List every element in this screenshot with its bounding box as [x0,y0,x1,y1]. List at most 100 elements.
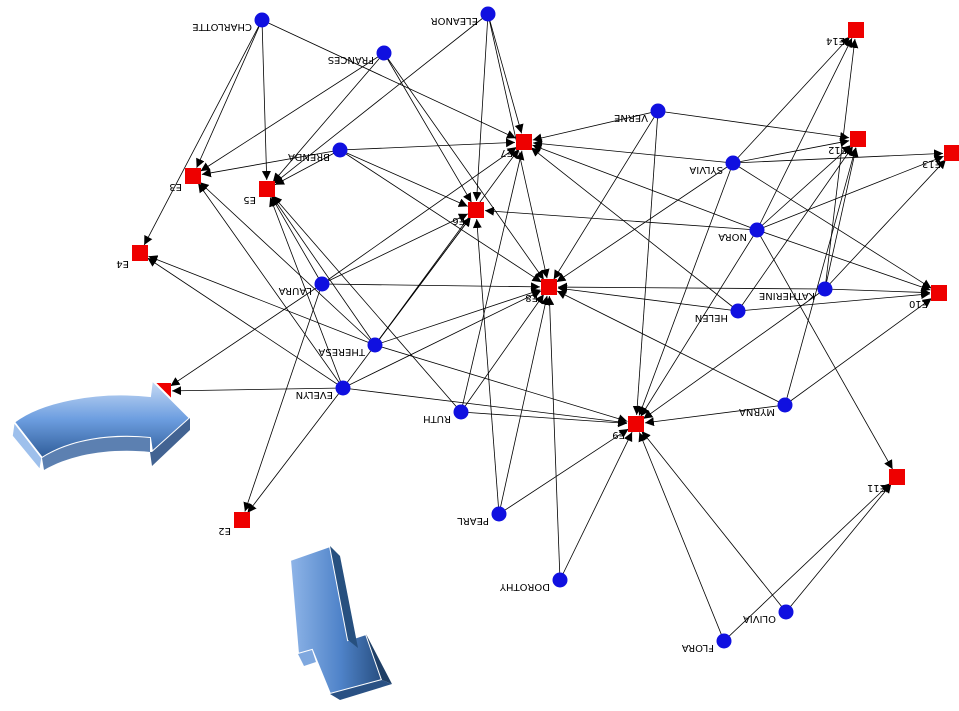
edge-sylvia-e9 [638,162,734,416]
node-e7[interactable] [516,134,532,150]
edge-eleanor-e7 [487,13,524,134]
edge-katherine-e13 [824,159,947,290]
label-e11: E11 [867,482,886,493]
edge-frances-e5 [272,52,385,183]
edge-helen-e10 [737,290,931,312]
label-charlotte: CHARLOTTE [192,21,252,32]
node-helen[interactable] [730,303,746,319]
edge-laura-e5 [271,196,323,285]
node-olivia[interactable] [778,604,794,620]
curved-right-arrow-icon [11,377,192,472]
label-e13: E13 [922,158,941,169]
edge-theresa-e9 [374,344,628,424]
edge-pearl-e6 [472,218,500,515]
node-e10[interactable] [931,285,947,301]
label-flora: FLORA [682,642,714,653]
down-arrow-icon [288,544,392,700]
node-e6[interactable] [468,202,484,218]
node-brenda[interactable] [332,142,348,158]
node-e2[interactable] [234,512,250,528]
edge-frances-e8 [383,52,545,280]
label-olivia: OLIVIA [743,613,776,624]
edge-nora-e13 [756,155,944,231]
label-e14: E14 [826,35,845,46]
label-e5: E5 [243,194,256,205]
edge-katherine-e14 [824,38,859,290]
edge-theresa-e3 [199,181,376,346]
label-e9: E9 [612,429,625,440]
node-e5[interactable] [259,181,275,197]
edge-helen-e7 [530,147,739,312]
node-e9[interactable] [628,416,644,432]
label-helen: HELEN [695,312,728,323]
edge-evelyn-e3 [197,183,344,389]
node-e11[interactable] [889,469,905,485]
edge-flora-e11 [723,482,891,642]
node-myrna[interactable] [777,397,793,413]
edge-verne-e9 [632,110,659,416]
edges-layer [143,13,947,642]
node-frances[interactable] [376,45,392,61]
edge-olivia-e11 [785,483,892,613]
label-evelyn: EVELYN [296,389,333,400]
edge-katherine-e10 [824,287,931,297]
node-theresa[interactable] [367,337,383,353]
edge-verne-e8 [553,110,659,280]
edge-sylvia-e13 [732,149,944,164]
edge-sylvia-e12 [732,137,850,164]
edge-frances-e3 [200,52,385,172]
edge-frances-e6 [383,52,472,203]
node-e8[interactable] [541,279,557,295]
label-e7: E7 [500,147,513,158]
edge-ruth-e5 [272,195,462,413]
edge-nora-e12 [756,144,852,231]
edge-nora-e14 [756,37,853,231]
label-sylvia: SYLVIA [689,164,723,175]
label-e3: E3 [169,181,182,192]
edge-nora-e9 [640,229,758,417]
edge-evelyn-e6 [342,216,471,389]
label-laura: LAURA [278,285,312,296]
label-e10: E10 [909,298,928,309]
node-verne[interactable] [650,103,666,119]
edge-charlotte-e3 [196,19,263,168]
edge-nora-e10 [756,229,931,292]
label-eleanor: ELEANOR [431,15,478,26]
edge-helen-e8 [557,284,739,312]
node-dorothy[interactable] [552,572,568,588]
edge-verne-e12 [657,110,850,141]
node-laura[interactable] [314,276,330,292]
edge-sylvia-e14 [732,36,851,164]
edge-brenda-e8 [339,149,542,283]
label-dorothy: DOROTHY [499,581,550,592]
edge-ruth-e8 [460,294,545,413]
edge-laura-e2 [243,283,323,512]
node-nora[interactable] [749,222,765,238]
node-katherine[interactable] [817,281,833,297]
label-frances: FRANCES [328,54,374,65]
edge-theresa-e4 [148,255,376,346]
node-e4[interactable] [132,245,148,261]
node-pearl[interactable] [491,506,507,522]
node-e12[interactable] [850,131,866,147]
node-evelyn[interactable] [335,380,351,396]
node-charlotte[interactable] [254,12,270,28]
node-e14[interactable] [848,22,864,38]
node-e13[interactable] [944,145,959,161]
node-flora[interactable] [716,633,732,649]
edge-myrna-e8 [556,290,786,406]
label-ruth: RUTH [423,413,451,424]
label-pearl: PEARL [457,515,489,526]
label-e4: E4 [116,258,129,269]
edge-flora-e9 [638,432,725,642]
node-ruth[interactable] [453,404,469,420]
node-sylvia[interactable] [725,155,741,171]
edge-pearl-e8 [498,295,550,515]
label-brenda: BRENDA [288,151,330,162]
node-eleanor[interactable] [480,6,496,22]
edge-nora-e6 [484,206,758,231]
edge-sylvia-e7 [532,139,734,164]
node-e3[interactable] [185,168,201,184]
